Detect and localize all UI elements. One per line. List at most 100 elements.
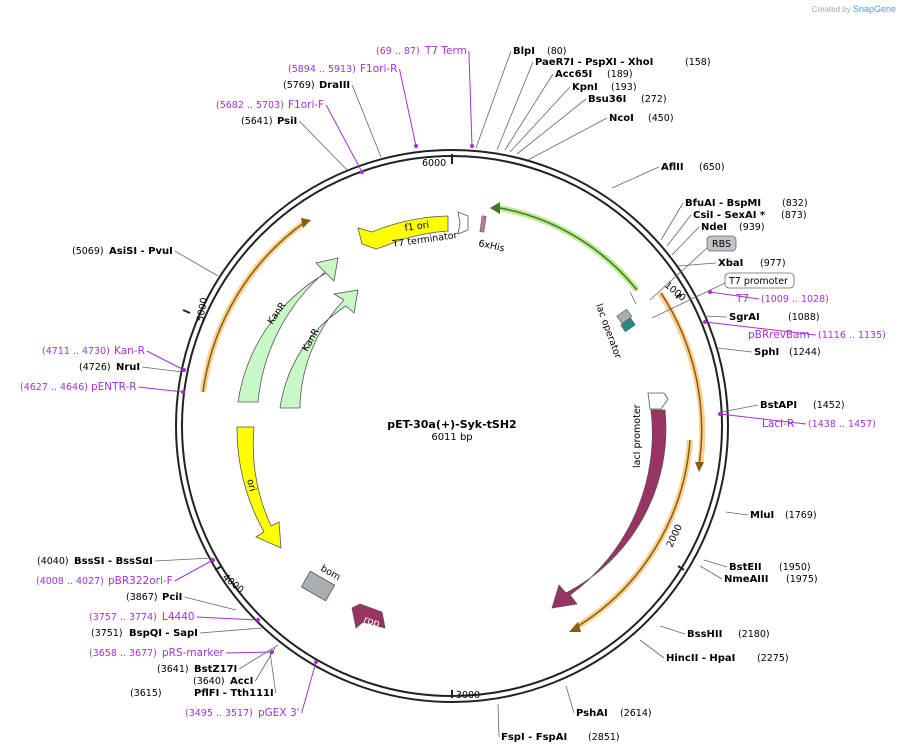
t7-promoter-leader	[651, 282, 726, 319]
enzyme-pos-acc65i: (189)	[607, 69, 633, 80]
primer-label-lacir: LacI-R	[762, 418, 794, 430]
primer-leader-t7	[709, 291, 760, 300]
rbs-leader	[649, 247, 708, 301]
enzyme-leader-psii	[298, 120, 348, 171]
primer-leader-t7term	[468, 50, 473, 147]
enzyme-leader-fspi	[497, 703, 500, 738]
primer-site-t7term	[470, 144, 474, 148]
tick-mark	[182, 309, 191, 314]
enzyme-label-pflfi: PflFI - Tth111I	[194, 688, 274, 699]
enzyme-label-bsshii: BssHII	[687, 629, 722, 640]
ori-feature	[236, 426, 282, 549]
primer-site-prsmarker	[270, 650, 274, 654]
enzyme-leader-blpi	[475, 50, 512, 149]
f1-ori-label: f1 ori	[404, 220, 430, 234]
enzyme-pos-bspqi: (3751)	[91, 628, 123, 639]
enzyme-pos-paer7i: (158)	[685, 57, 711, 68]
enzyme-pos-ncoi: (450)	[648, 113, 674, 124]
enzyme-label-bsssi: BssSI - BssSαI	[74, 556, 153, 567]
enzyme-label-bsu36i: Bsu36I	[588, 94, 626, 105]
enzyme-pos-pflfi: (3615)	[130, 688, 162, 699]
orf-arc-lower	[574, 439, 691, 629]
orf-arc-left	[202, 221, 306, 393]
enzyme-label-sgrai: SgrAI	[729, 312, 760, 323]
enzyme-leader-sgrai	[703, 315, 728, 318]
enzyme-pos-pshai: (2614)	[620, 708, 652, 719]
rop-label: rop	[362, 614, 381, 630]
enzyme-leader-kpni	[509, 86, 571, 153]
enzyme-leader-nmeaiii	[699, 565, 723, 580]
enzyme-leader-xbai	[677, 262, 717, 267]
primer-pos-pbr322: (4008 .. 4027)	[36, 576, 104, 587]
primer-leader-kanr	[146, 350, 185, 371]
enzyme-leader-bstapi	[721, 404, 759, 413]
primer-site-pentrr	[181, 390, 185, 394]
enzyme-pos-bsssi: (4040)	[37, 556, 69, 567]
orf-arc-right	[660, 292, 703, 467]
enzyme-label-bspqi: BspQI - SapI	[129, 628, 198, 639]
primer-leader-prsmarker	[225, 651, 273, 654]
primer-leader-f1orif	[325, 104, 363, 173]
enzyme-label-fspi: FspI - FspAI	[501, 732, 567, 743]
enzyme-leader-acc65i	[504, 73, 554, 151]
enzyme-leader-csii	[666, 214, 692, 247]
backbone-outer	[175, 149, 729, 703]
enzyme-pos-asisi: (5069)	[72, 246, 104, 257]
snapgene-logo: SnapGene	[852, 4, 896, 14]
primer-site-lacir	[718, 412, 722, 416]
enzyme-leader-nrui	[142, 366, 183, 373]
primer-label-t7: T7	[735, 293, 749, 305]
enzyme-pos-hincii: (2275)	[757, 653, 789, 664]
primer-pos-t7: (1009 .. 1028)	[761, 294, 829, 305]
tick-label: 5000	[195, 297, 210, 323]
primer-leader-l4440	[196, 616, 259, 621]
orf-arrow-left	[301, 218, 311, 228]
insert-arrow	[490, 202, 500, 214]
enzyme-pos-ndei: (939)	[739, 222, 765, 233]
enzyme-pos-bfuai: (832)	[782, 198, 808, 209]
primer-label-l4440: L4440	[162, 611, 195, 623]
f1-ori-feature	[357, 215, 449, 250]
enzyme-leader-asisi	[174, 250, 219, 277]
his-tag-label: 6xHis	[477, 238, 505, 254]
primer-label-t7term: T7 Term	[424, 45, 467, 57]
enzyme-label-asisi: AsiSI - PvuI	[109, 246, 173, 257]
lac-operator-leader	[629, 291, 637, 305]
enzyme-leader-ndei	[671, 226, 700, 256]
annotation-labels: BlpI(80)PaeR7I - PspXI - XhoI(158)Acc65I…	[20, 45, 886, 743]
orf-arrow-right	[695, 462, 704, 472]
enzyme-leader-bsteii	[703, 559, 728, 568]
snapgene-credit: Created by SnapGene	[812, 4, 896, 14]
primer-site-t7	[708, 290, 712, 294]
insert-arc	[499, 207, 638, 291]
primer-site-pbr322	[211, 558, 215, 562]
primer-site-f1orir	[414, 144, 418, 148]
laci-label: lacI	[620, 508, 638, 529]
enzyme-label-ncoi: NcoI	[609, 113, 634, 124]
enzyme-leader-mlui	[725, 511, 749, 516]
enzyme-pos-pcii: (3867)	[126, 592, 158, 603]
enzyme-label-bstz17i: BstZ17I	[194, 664, 237, 675]
primer-label-f1orir: F1ori-R	[360, 63, 397, 75]
primer-pos-f1orif: (5682 .. 5703)	[216, 100, 284, 111]
enzyme-label-aflii: AflII	[661, 162, 684, 173]
enzyme-leader-hincii	[639, 639, 665, 659]
enzyme-label-psii: PsiI	[277, 116, 297, 127]
primer-pos-f1orir: (5894 .. 5913)	[288, 64, 356, 75]
enzyme-leader-ncoi	[527, 117, 608, 161]
primer-pos-pbrrevbam: (1116 .. 1135)	[818, 330, 886, 341]
primer-pos-pgex3: (3495 .. 3517)	[185, 708, 253, 719]
enzyme-label-csii: CsiI - SexAI *	[693, 210, 766, 221]
enzyme-pos-nrui: (4726)	[79, 362, 111, 373]
laci-promoter-feature	[647, 392, 669, 410]
primer-pos-l4440: (3757 .. 3774)	[89, 612, 157, 623]
enzyme-leader-bfuai	[660, 202, 684, 241]
primer-site-pbrrevbam	[703, 320, 707, 324]
primer-leader-pbr322	[174, 559, 214, 582]
primer-leader-pentrr	[138, 386, 184, 393]
primer-site-pgex3	[314, 660, 318, 664]
plasmid-name: pET-30a(+)-Syk-tSH2	[387, 418, 516, 431]
lac-operator-label: lac operator	[593, 302, 623, 360]
enzyme-leader-pflfi	[269, 651, 277, 694]
